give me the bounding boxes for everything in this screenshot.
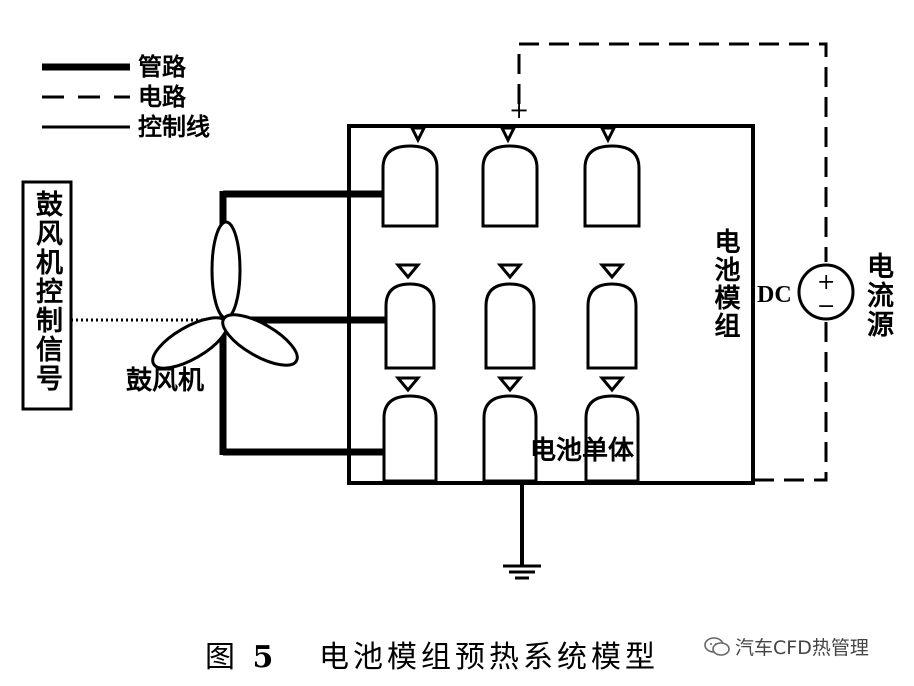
legend-pipe-label: 管路 [138,52,186,81]
battery-cell [384,263,436,370]
figure-caption-title: 电池模组预热系统模型 [318,640,659,675]
blower-control-signal-box [21,180,73,411]
battery-cell [481,126,539,228]
figure-caption: 图 5 电池模组预热系统模型 [205,632,659,676]
circuit-top-wire [517,42,828,262]
battery-cell-label: 电池单体 [530,436,635,466]
ground-icon [503,564,541,580]
battery-cell [381,126,439,228]
blower-fan-icon [151,220,299,370]
current-source-label: 电流源 [862,252,893,339]
battery-module-label: 电池模组 [710,228,740,340]
battery-cell [586,263,638,370]
wechat-icon [704,636,730,656]
battery-cell [484,263,536,370]
blower-label: 鼓风机 [126,366,205,396]
watermark: 汽车CFD热管理 [703,633,869,660]
battery-cell [382,376,438,483]
figure-caption-number: 5 [252,640,278,675]
positive-terminal-label: + [509,96,530,124]
source-minus-label: − [817,294,836,319]
figure-caption-prefix: 图 [205,640,239,675]
source-plus-label: + [817,270,836,295]
battery-cell [584,376,640,483]
battery-cell [482,376,538,483]
blower-control-signal-label: 鼓风机控制信号 [31,190,62,393]
legend-control-label: 控制线 [138,112,210,141]
dc-label: DC [757,282,792,308]
watermark-text: 汽车CFD热管理 [735,637,869,659]
legend-circuit-label: 电路 [138,82,186,111]
current-source-icon [797,263,855,321]
battery-cells [381,126,641,483]
battery-cell [583,126,641,228]
circuit-bottom-wire [755,322,828,482]
battery-module-box [347,124,755,485]
